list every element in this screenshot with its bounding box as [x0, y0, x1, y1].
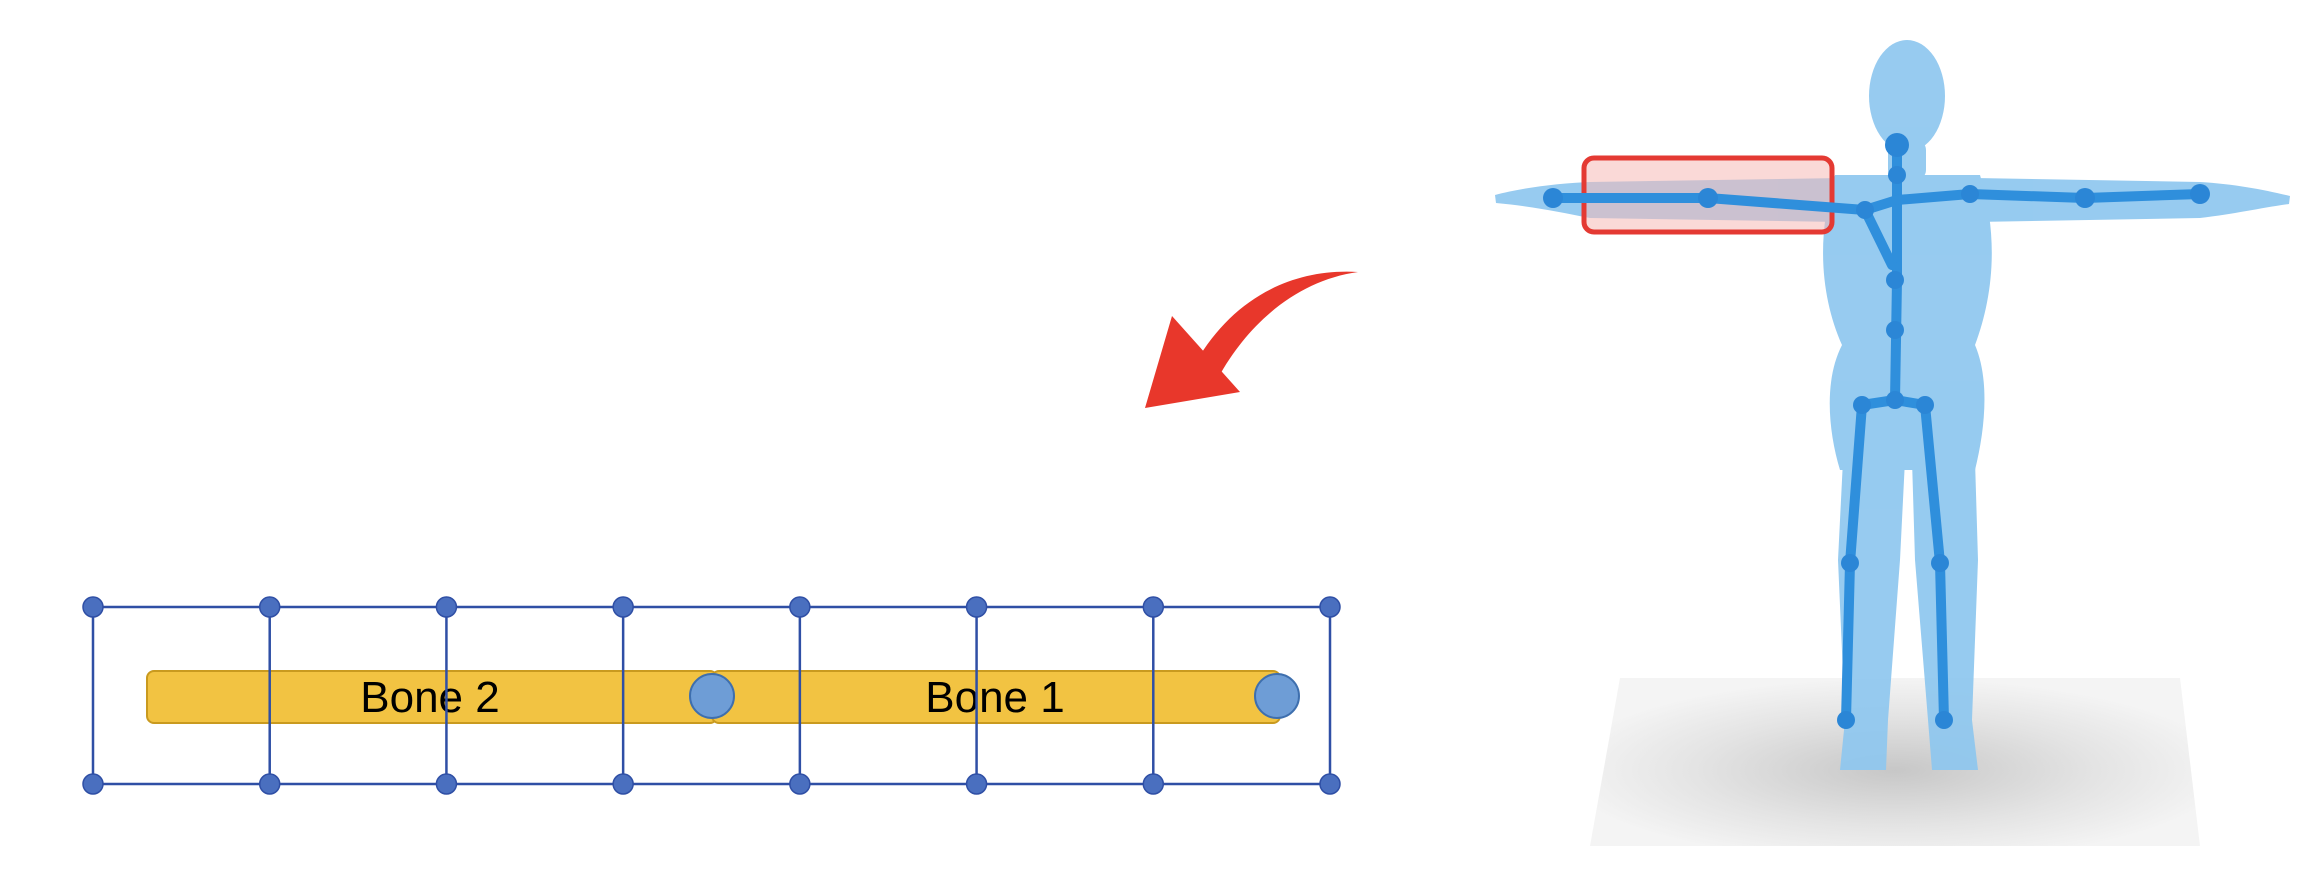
skeleton-bones — [1545, 145, 2205, 725]
lattice-node — [435, 596, 458, 618]
floor-plane — [1590, 678, 2200, 846]
humanoid-rig-icon — [1495, 40, 2290, 846]
lattice-node — [612, 596, 634, 618]
lattice-node — [789, 773, 811, 795]
lattice-nodes — [82, 596, 1341, 795]
lattice-node — [612, 773, 634, 795]
arrow-shaft — [1196, 271, 1358, 378]
lattice-node — [1319, 596, 1341, 618]
lattice-node — [789, 596, 811, 618]
joint-middle — [689, 673, 735, 719]
bone-chain: Bone 2 Bone 1 — [146, 670, 1300, 724]
lattice-node — [435, 773, 458, 795]
bone-2-label: Bone 2 — [360, 673, 499, 722]
joint-end — [1254, 673, 1300, 719]
lattice-node — [1142, 773, 1165, 795]
lattice-node — [965, 596, 988, 618]
skeleton-joints — [1543, 133, 2210, 729]
lattice-overlay-lines — [91, 605, 1332, 786]
arrow-head — [1145, 316, 1240, 408]
lattice-node — [82, 596, 104, 618]
lattice-node — [258, 773, 281, 795]
lattice-node — [1319, 773, 1341, 795]
lattice-node — [965, 773, 988, 795]
lattice-node — [258, 596, 281, 618]
lattice-node — [82, 773, 104, 795]
bone-1-label: Bone 1 — [925, 673, 1064, 722]
curved-arrow-icon — [1145, 271, 1358, 408]
lattice-node — [1142, 596, 1165, 618]
